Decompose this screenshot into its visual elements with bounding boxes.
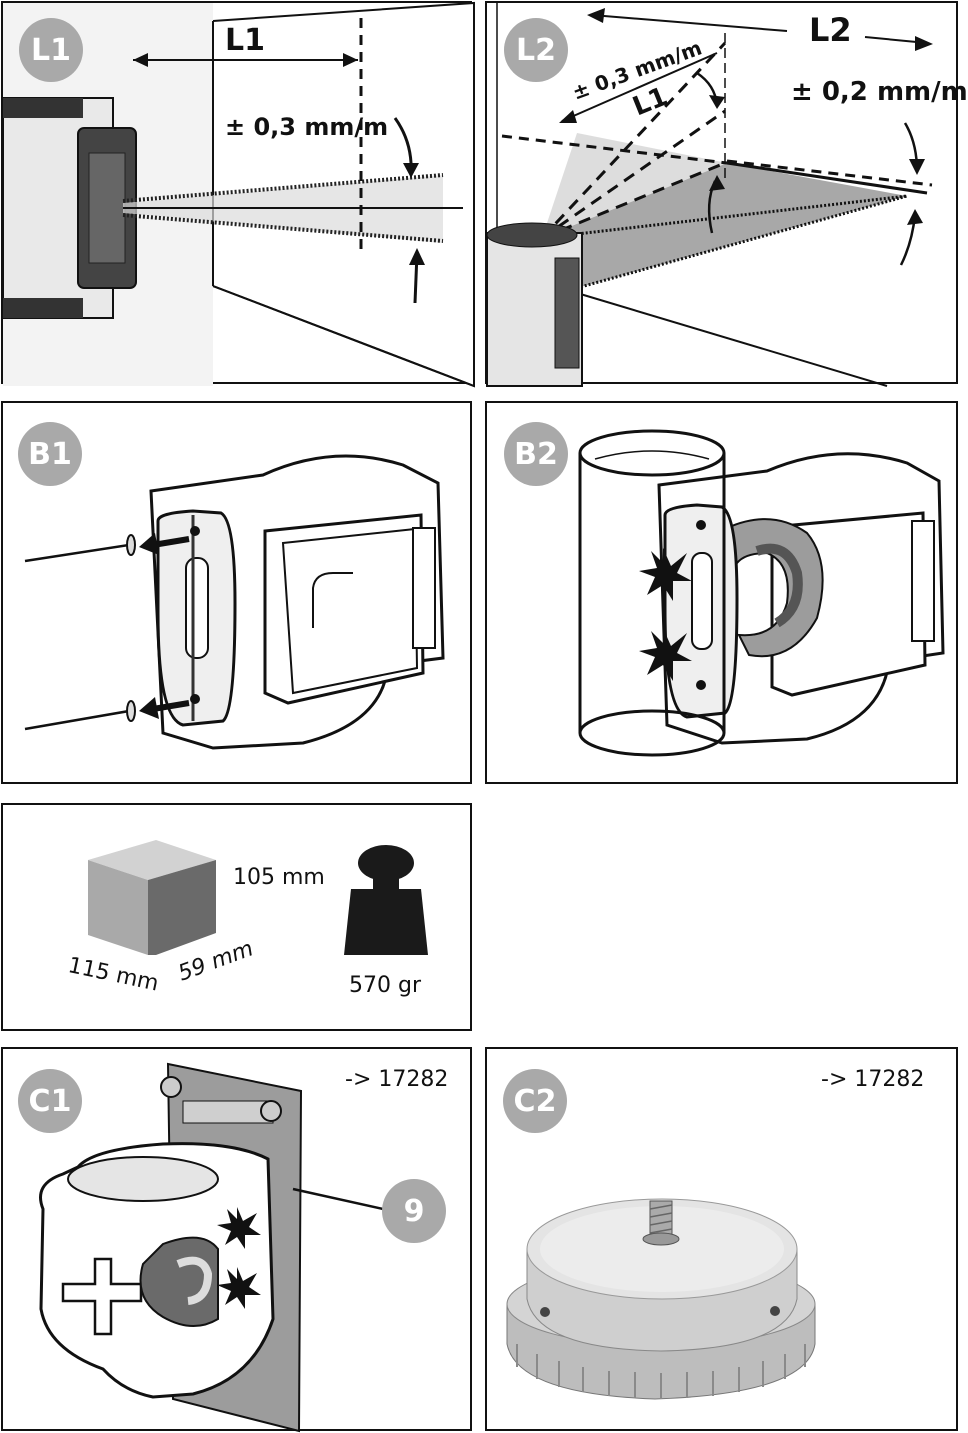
panel-c1: C1 -> 17282 9 (1, 1047, 472, 1433)
badge-c1: C1 (18, 1069, 82, 1133)
badge-l2: L2 (504, 18, 568, 82)
panel-specs: 105 mm 115 mm 59 mm 570 gr (1, 803, 472, 1031)
panel-b1: B1 (1, 401, 472, 784)
c1-illustration (39, 1062, 384, 1433)
c2-illustration (506, 1198, 816, 1400)
panel-c2: C2 -> 17282 (485, 1047, 958, 1431)
b1-illustration (24, 454, 445, 750)
panel-l1: L1 L1 ± 0,3 mm/m (1, 1, 475, 388)
badge-b1: B1 (18, 422, 82, 486)
b2-illustration (578, 429, 945, 757)
specs-illustration (88, 840, 428, 955)
badge-l1: L1 (19, 18, 83, 82)
l1-tolerance-label: ± 0,3 mm/m (225, 113, 389, 141)
l1-distance-label: L1 (225, 23, 265, 58)
panel-l2: L2 L2 L1 ± 0,3 mm/m ± 0,2 mm/m (485, 1, 968, 387)
c1-part-number-9: 9 (382, 1179, 446, 1243)
spec-weight: 570 gr (349, 973, 421, 998)
badge-b2: B2 (504, 422, 568, 486)
l2-illustration (486, 3, 933, 387)
badge-c2: C2 (503, 1069, 567, 1133)
spec-height: 105 mm (233, 865, 325, 890)
l2-distance-label: L2 (809, 11, 852, 49)
c1-ref: -> 17282 (345, 1067, 449, 1092)
panel-b2: B2 (485, 401, 958, 784)
c2-ref: -> 17282 (821, 1067, 925, 1092)
l2-tolerance-large-label: ± 0,2 mm/m (791, 77, 968, 107)
l1-illustration (2, 1, 475, 388)
